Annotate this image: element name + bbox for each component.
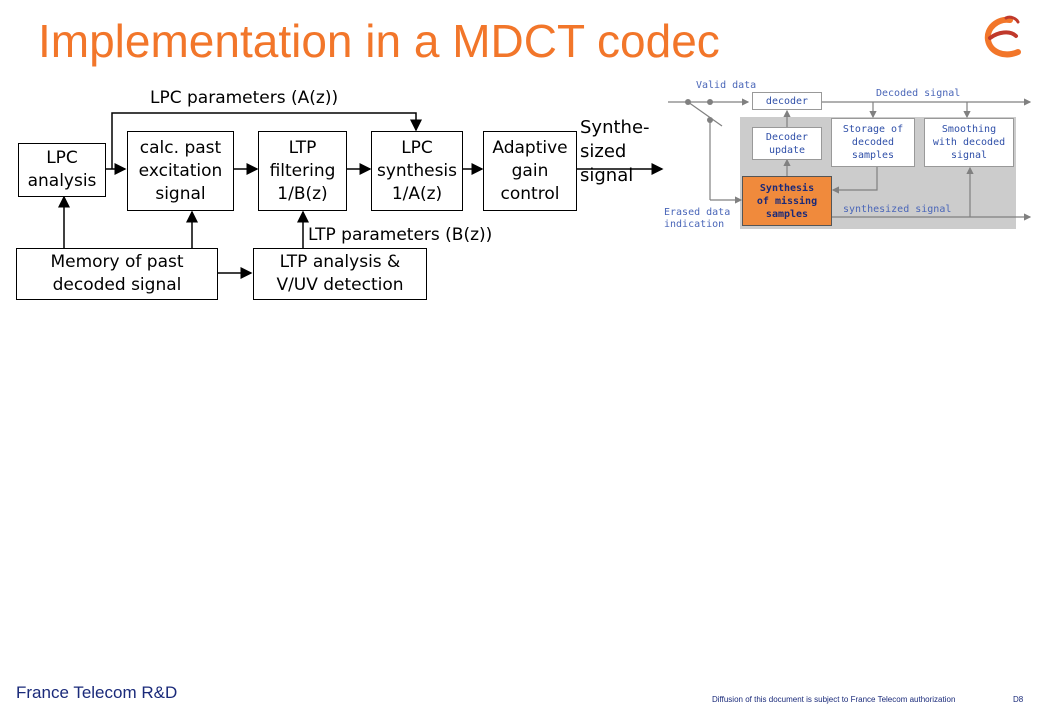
decoder-box: decoder xyxy=(752,92,822,110)
lpc-parameters-label: LPC parameters (A(z)) xyxy=(150,88,339,108)
storage-decoded-box: Storage of decoded samples xyxy=(831,118,915,167)
erased-data-label: Erased data indication xyxy=(664,207,731,230)
ltp-parameters-label: LTP parameters (B(z)) xyxy=(308,225,493,245)
france-telecom-logo-icon xyxy=(984,15,1021,58)
ltp-analysis-box: LTP analysis & V/UV detection xyxy=(253,248,427,300)
lpc-synthesis-box: LPC synthesis 1/A(z) xyxy=(371,131,463,211)
smoothing-box: Smoothing with decoded signal xyxy=(924,118,1014,167)
synthesized-signal-small-label: synthesized signal xyxy=(843,204,952,215)
synthesis-missing-box: Synthesis of missing samples xyxy=(742,176,832,226)
valid-data-label: Valid data xyxy=(696,80,757,91)
page-number: D8 xyxy=(1013,695,1024,704)
synthesized-signal-label: Synthe- sized signal xyxy=(580,117,650,186)
adaptive-gain-control-box: Adaptive gain control xyxy=(483,131,577,211)
footer-company: France Telecom R&D xyxy=(16,683,178,702)
slide-title: Implementation in a MDCT codec xyxy=(38,15,720,67)
lpc-analysis-box: LPC analysis xyxy=(18,143,106,197)
memory-past-decoded-box: Memory of past decoded signal xyxy=(16,248,218,300)
footer-disclaimer: Diffusion of this document is subject to… xyxy=(712,695,956,704)
decoder-update-box: Decoder update xyxy=(752,127,822,160)
ltp-filtering-box: LTP filtering 1/B(z) xyxy=(258,131,347,211)
calc-past-excitation-box: calc. past excitation signal xyxy=(127,131,234,211)
decoded-signal-label: Decoded signal xyxy=(876,88,961,99)
